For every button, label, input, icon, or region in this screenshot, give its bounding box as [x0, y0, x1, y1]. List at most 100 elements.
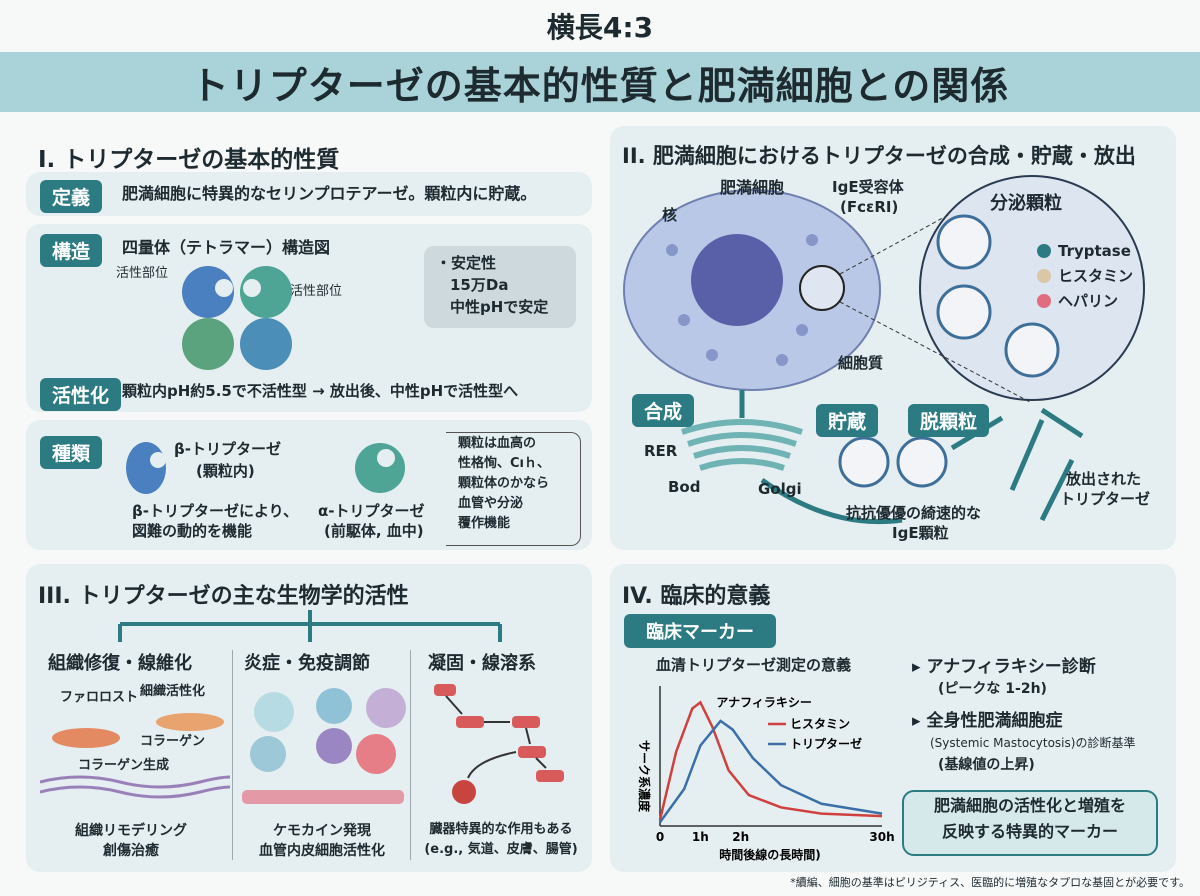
chart-title: 血清トリプターゼ測定の意義	[656, 656, 852, 674]
label-ige-granule-2: IgE顆粒	[892, 524, 949, 542]
section3-title: III. トリプターゼの主な生物学的活性	[38, 584, 409, 609]
label-golgi: Golgi	[758, 480, 802, 498]
mast-cell-nucleus	[691, 234, 783, 326]
synthesis-tag: 合成	[632, 394, 695, 427]
bullet-1-sub: (ピークな 1-2h)	[938, 681, 1047, 697]
label-secretory-granule: 分泌顆粒	[990, 193, 1062, 214]
immune-cell	[366, 688, 406, 728]
release-arrow	[1009, 419, 1045, 491]
release-arrow	[1039, 458, 1075, 522]
col2-heading: 炎症・免疫調節	[244, 653, 370, 674]
series-line-0	[658, 700, 883, 821]
stability-box	[424, 246, 576, 328]
definition-tag: 定義	[40, 180, 103, 213]
beta-tryptase-desc-1: β-トリプターゼにより、	[132, 502, 299, 520]
col2-illustration	[242, 688, 406, 804]
label-ige-receptor-2: (FcεRI)	[840, 198, 899, 216]
legend-tryptase-dot	[1037, 244, 1051, 258]
storage-tag: 貯蔵	[816, 404, 879, 437]
collagen-fibers	[40, 775, 230, 799]
footnote: *續編、細胞の基準はピリジティス、医臨的に増殖なタプロな基固とが必要です。	[790, 876, 1190, 889]
summary-line-2: 反映する特異的マーカー	[941, 822, 1118, 841]
immune-cell	[250, 736, 286, 772]
x-tick-label: 1h	[692, 830, 709, 844]
vesicle	[1004, 322, 1060, 378]
col-divider-2	[410, 650, 411, 860]
vesicle	[936, 284, 992, 340]
section3-connector	[118, 610, 502, 642]
label-ige-receptor-1: IgE受容体	[832, 178, 904, 196]
label-ige-granule-1: 抗抗優優の綺速的な	[846, 504, 982, 522]
col1-fibroblast: ファロロスト	[60, 690, 139, 705]
legend-heparin: ヘパリン	[1058, 292, 1119, 310]
col1-footer-1: 組織リモデリング	[75, 823, 187, 839]
bullet-2-main: ▸ 全身性肥満細胞症	[912, 711, 1063, 731]
zoom-line-bottom	[839, 301, 1031, 403]
legend-histamine: ヒスタミン	[1058, 267, 1134, 285]
granule-dot	[796, 324, 808, 336]
legend-tryptase: Tryptase	[1058, 242, 1131, 260]
exocytosis-path	[760, 477, 903, 525]
beta-tryptase-sub: (顆粒内)	[196, 462, 255, 480]
chart-xlabel: 時間後線の長時間)	[719, 847, 821, 862]
col1-footer-2: 創傷治癒	[103, 843, 159, 859]
col1-collagen: コラーゲン	[140, 734, 206, 749]
granule-dot	[776, 354, 788, 366]
legend-label-1: トリプターゼ	[790, 736, 862, 751]
fibroblast-cell	[156, 713, 224, 731]
chart-ylabel: サーク系濃度	[637, 740, 652, 813]
active-site-label-right: 活性部位	[290, 284, 343, 299]
immune-cell	[356, 734, 396, 774]
bullet-1-main: ▸ アナフィラキシー診断	[912, 657, 1096, 677]
col1-illustration	[40, 713, 230, 799]
col3-footer-2: (e.g., 気道、皮膚、腸管)	[424, 842, 578, 857]
definition-text: 肥満細胞に特異的なセリンプロテアーゼ。顆粒内に貯蔵。	[122, 184, 537, 203]
label-bod: Bod	[668, 478, 701, 496]
storage-granule	[838, 436, 890, 488]
chart-annotation: アナフィラキシー	[716, 695, 812, 709]
fibroblast-cell	[52, 728, 120, 748]
stability-line-3: 中性pHで安定	[450, 298, 549, 316]
label-cytoplasm: 細胞質	[838, 354, 884, 372]
release-arrow	[1040, 407, 1084, 439]
types-bracket-line-5: 覆作機能	[458, 516, 511, 531]
granule-dot	[678, 314, 690, 326]
highlight-granule	[799, 265, 845, 311]
coagulation-factor	[434, 684, 456, 696]
degranulation-tag: 脱顆粒	[908, 404, 990, 437]
activation-text: 顆粒内pH約5.5で不活性型 → 放出後、中性pHで活性型へ	[122, 382, 519, 400]
golgi-stack	[681, 419, 803, 471]
beta-tryptase-shape	[126, 442, 166, 494]
summary-line-1: 肥満細胞の活性化と増殖を	[933, 796, 1126, 815]
types-bracket-line-4: 血管や分泌	[458, 496, 524, 511]
col3-footer-1: 臓器特異的な作用もある	[429, 822, 573, 837]
legend-label-0: ヒスタミン	[790, 717, 850, 731]
aspect-label: 横長4:3	[546, 11, 654, 44]
beta-tryptase-name: β-トリプターゼ	[174, 440, 281, 458]
alpha-tryptase-shape	[355, 443, 405, 493]
types-bracket-line-3: 顆粒体のかなら	[458, 476, 550, 491]
section1-title: I. トリプターゼの基本的性質	[38, 147, 340, 173]
clinical-marker-tag: 臨床マーカー	[624, 614, 776, 648]
coagulation-factor	[518, 746, 546, 758]
types-bracket-line-2: 性格恂、Cıｈ、	[458, 456, 550, 471]
structure-tag: 構造	[40, 234, 103, 267]
section4-title: IV. 臨床的意義	[622, 584, 771, 609]
immune-cell	[254, 692, 294, 732]
coagulation-factor	[536, 770, 564, 782]
clot	[452, 780, 476, 804]
legend-heparin-dot	[1037, 294, 1051, 308]
granule-dot	[806, 234, 818, 246]
legend-histamine-dot	[1037, 269, 1051, 283]
stability-line-2: 15万Da	[450, 276, 509, 294]
types-bracket-line-1: 顆粒は血高の	[458, 436, 537, 451]
tetramer-subunit-tr	[240, 266, 292, 318]
col2-footer-2: 血管内皮細胞活性化	[259, 843, 385, 859]
activation-tag: 活性化	[40, 378, 122, 411]
col3-heading: 凝固・線溶系	[428, 653, 536, 674]
active-site-label-left: 活性部位	[116, 266, 169, 281]
section2-title: II. 肥満細胞におけるトリプターゼの合成・貯蔵・放出	[622, 144, 1136, 168]
types-tag: 種類	[40, 436, 103, 469]
immune-cell	[316, 728, 352, 764]
immune-cell	[316, 688, 352, 724]
